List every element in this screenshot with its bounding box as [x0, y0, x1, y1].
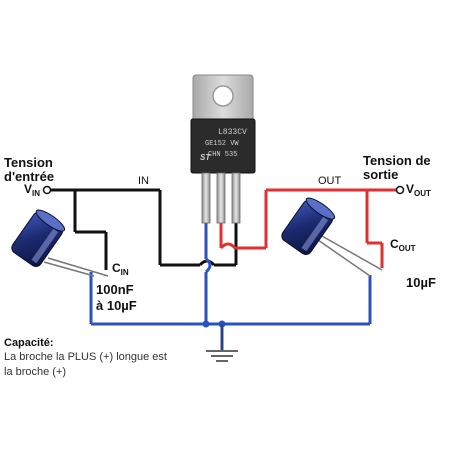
- note-line-1: La broche la PLUS (+) longue est: [4, 351, 167, 364]
- pin-ground: [201, 172, 211, 224]
- regulator-marking-2: GE152 VW: [205, 140, 239, 148]
- tension-sortie-line-1: Tension de: [363, 153, 431, 168]
- cout-value-label: 10µF: [406, 275, 436, 290]
- tension-entree-line-1: Tension: [4, 155, 53, 170]
- junction-dot: [202, 320, 210, 328]
- cin-value-line-2: à 10µF: [96, 298, 137, 314]
- capacitor-polarity-note: Capacité: La broche la PLUS (+) longue e…: [4, 336, 167, 379]
- regulator-marking-1: L833CV: [218, 128, 247, 137]
- vout-subscript: OUT: [414, 189, 431, 198]
- note-title: Capacité:: [4, 337, 54, 349]
- vin-subscript: IN: [32, 189, 41, 198]
- cin-lead: [43, 261, 95, 277]
- input-capacitor: [11, 209, 109, 277]
- vin-terminal: [42, 185, 52, 195]
- in-pin-label: IN: [138, 175, 149, 187]
- tension-entree-line-2: d'entrée: [4, 169, 55, 185]
- input-wire: [47, 188, 238, 270]
- voltage-regulator: L833CV GE152 VW CHN 535 ST: [190, 74, 256, 224]
- mounting-hole: [212, 85, 234, 107]
- cout-lead: [321, 235, 383, 271]
- output-capacitor: [281, 197, 383, 277]
- output-wire: [219, 188, 400, 268]
- cin-value-label: 100nF à 10µF: [96, 282, 137, 315]
- vout-main: V: [406, 182, 415, 196]
- out-pin-label: OUT: [318, 175, 342, 187]
- st-logo: ST: [200, 153, 211, 162]
- cin-value-line-1: 100nF: [96, 282, 134, 297]
- note-line-2: la broche (+): [4, 365, 67, 378]
- pin-output: [216, 172, 226, 224]
- pin-input: [231, 172, 241, 224]
- vout-label: VOUT: [406, 182, 431, 199]
- tension-entree-label: Tension d'entrée: [4, 155, 55, 185]
- cin-subscript: IN: [120, 268, 129, 277]
- tension-sortie-label: Tension de sortie: [363, 153, 431, 183]
- ground-symbol: [206, 324, 238, 362]
- cout-main: C: [390, 237, 399, 251]
- junction-dots: [202, 320, 226, 328]
- cout-body: [281, 197, 336, 255]
- cout-label: COUT: [390, 237, 416, 254]
- cin-label: CIN: [112, 261, 129, 278]
- tension-sortie-line-2: sortie: [363, 167, 399, 183]
- vin-main: V: [24, 182, 33, 196]
- regulator-marking-3: CHN 535: [208, 151, 237, 159]
- cin-main: C: [112, 261, 121, 275]
- cin-body: [11, 209, 66, 267]
- vout-terminal: [395, 185, 405, 195]
- cout-lead: [317, 239, 371, 277]
- vin-label: VIN: [24, 182, 41, 199]
- cin-lead: [47, 257, 109, 277]
- cout-subscript: OUT: [398, 244, 416, 253]
